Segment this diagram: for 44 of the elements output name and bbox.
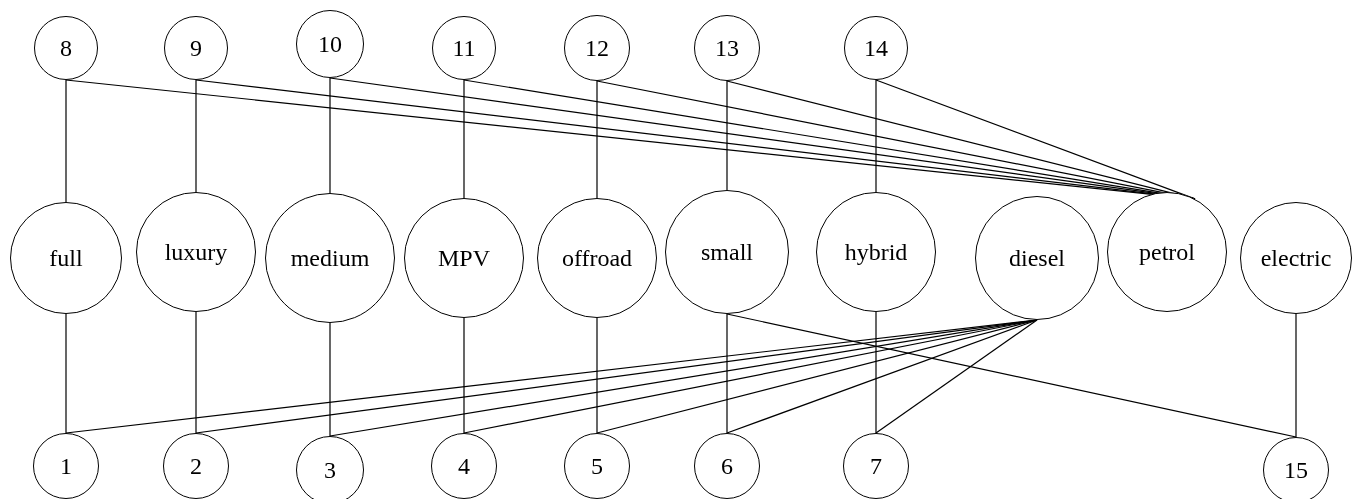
node-label: 3 xyxy=(324,458,336,482)
connector-line xyxy=(329,77,331,194)
connector-line xyxy=(596,80,598,199)
connector-line xyxy=(329,322,331,437)
connector-line xyxy=(65,79,67,203)
node-label: hybrid xyxy=(844,240,908,264)
connector-line xyxy=(726,319,1038,434)
node-label: 4 xyxy=(458,454,470,478)
node-label: 2 xyxy=(190,454,202,478)
connector-line xyxy=(726,80,728,191)
connector-line xyxy=(195,311,197,434)
node-label: 1 xyxy=(60,454,72,478)
node-label: MPV xyxy=(438,246,490,270)
connector-line xyxy=(463,79,465,199)
node-label: 12 xyxy=(585,36,609,60)
node-label: diesel xyxy=(1009,246,1065,270)
node-label: 6 xyxy=(721,454,733,478)
connector-line xyxy=(875,311,877,434)
node-label: 10 xyxy=(318,32,342,56)
node-label: electric xyxy=(1260,246,1332,270)
connector-line xyxy=(596,317,598,434)
connector-line xyxy=(726,313,1297,438)
node-label: luxury xyxy=(164,240,228,264)
node-label: petrol xyxy=(1139,240,1195,264)
connector-line xyxy=(875,79,1196,200)
node-label: 9 xyxy=(190,36,202,60)
node-label: 5 xyxy=(591,454,603,478)
node-label: 14 xyxy=(864,36,888,60)
connector-line xyxy=(65,313,67,434)
node-label: small xyxy=(701,240,753,264)
connector-line xyxy=(463,317,465,434)
node-label: medium xyxy=(290,246,370,270)
connector-line xyxy=(195,79,197,193)
node-label: full xyxy=(49,246,83,270)
node-label: 15 xyxy=(1284,458,1308,482)
connector-line xyxy=(726,313,728,434)
connector-line xyxy=(1295,313,1297,438)
node-label: 7 xyxy=(870,454,882,478)
node-label: 13 xyxy=(715,36,739,60)
connector-line xyxy=(875,319,1038,434)
node-label: 11 xyxy=(452,36,476,60)
connector-line xyxy=(875,79,877,193)
node-label: 8 xyxy=(60,36,72,60)
node-label: offroad xyxy=(561,246,633,270)
